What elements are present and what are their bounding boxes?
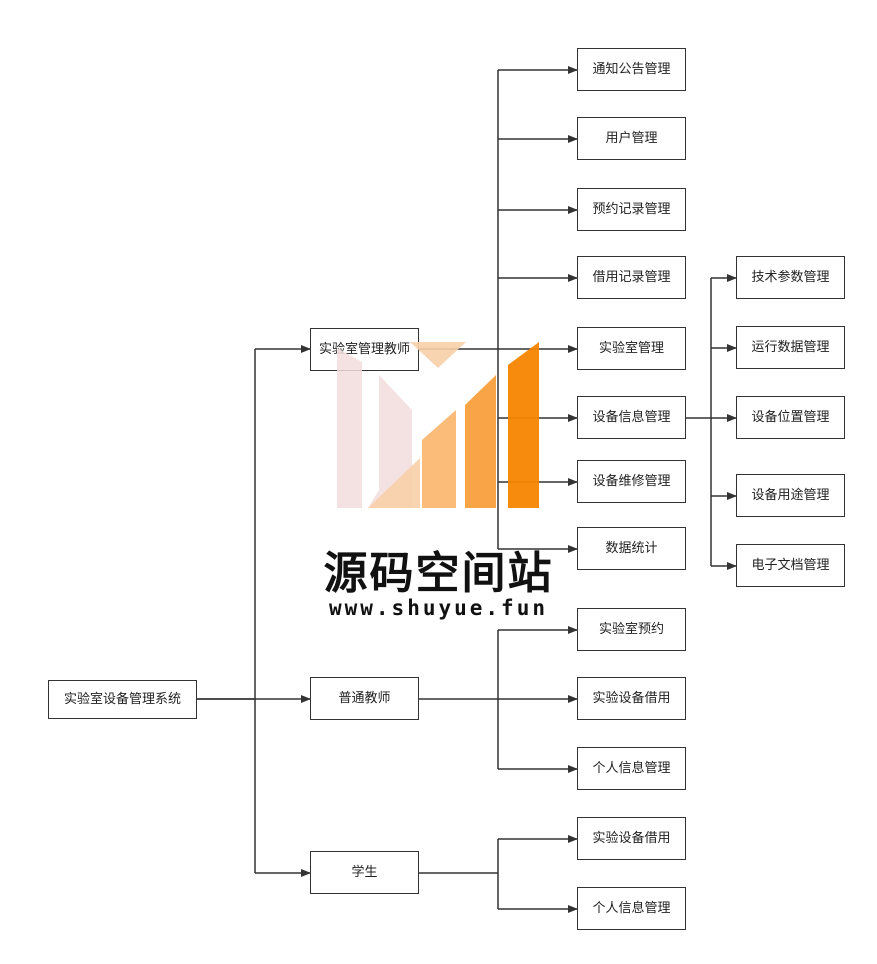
admin-function-node: 借用记录管理 — [577, 256, 686, 299]
teacher-function-node: 个人信息管理 — [577, 747, 686, 790]
device-info-subfunction-node: 电子文档管理 — [736, 544, 845, 587]
teacher-function-node: 实验室预约 — [577, 608, 686, 651]
admin-function-node: 用户管理 — [577, 117, 686, 160]
connector-teacher-functions — [419, 626, 578, 773]
connector-student-functions — [419, 835, 578, 913]
admin-function-node: 数据统计 — [577, 527, 686, 570]
watermark-url: www.shuyue.fun — [328, 596, 548, 620]
connector-device-info-subfunctions — [686, 274, 737, 570]
role-node-student: 学生 — [310, 851, 419, 894]
device-info-subfunction-node: 设备用途管理 — [736, 474, 845, 517]
device-info-subfunction-node: 技术参数管理 — [736, 256, 845, 299]
connector-root-roles — [197, 345, 311, 877]
admin-function-node: 实验室管理 — [577, 327, 686, 370]
root-node: 实验室设备管理系统 — [48, 680, 197, 719]
device-info-subfunction-node: 运行数据管理 — [736, 326, 845, 369]
admin-function-node-device-info: 设备信息管理 — [577, 396, 686, 439]
watermark-title: 源码空间站 — [323, 548, 554, 599]
device-info-subfunction-node: 设备位置管理 — [736, 396, 845, 439]
student-function-node: 个人信息管理 — [577, 887, 686, 930]
role-node-teacher: 普通教师 — [310, 677, 419, 720]
admin-function-node: 设备维修管理 — [577, 460, 686, 503]
admin-function-node: 预约记录管理 — [577, 188, 686, 231]
student-function-node: 实验设备借用 — [577, 817, 686, 860]
admin-function-node: 通知公告管理 — [577, 48, 686, 91]
role-node-lab-admin-teacher: 实验室管理教师 — [310, 328, 419, 371]
teacher-function-node: 实验设备借用 — [577, 677, 686, 720]
